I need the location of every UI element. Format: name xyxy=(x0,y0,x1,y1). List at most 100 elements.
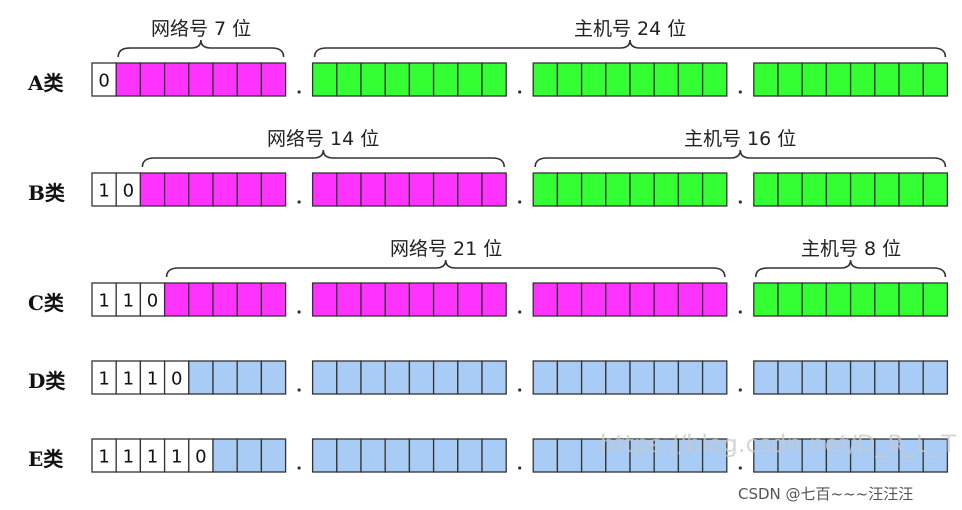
network-bit xyxy=(408,172,435,207)
reserved-bit xyxy=(580,438,607,473)
network-bit xyxy=(556,282,583,317)
network-bit xyxy=(139,62,166,97)
reserved-bit xyxy=(777,360,803,395)
reserved-bit xyxy=(432,438,459,473)
network-bit xyxy=(677,282,704,317)
host-bit xyxy=(701,172,728,207)
host-bit xyxy=(384,62,411,97)
prefix-bit xyxy=(139,282,166,317)
network-bit xyxy=(260,172,287,207)
reserved-bit xyxy=(360,360,386,395)
prefix-bit xyxy=(163,360,190,395)
host-bit xyxy=(898,62,924,97)
byte-separator-dot xyxy=(518,200,522,204)
prefix-bit-value: 1 xyxy=(147,369,158,390)
reserved-bit xyxy=(260,438,287,473)
network-bit xyxy=(481,172,507,207)
prefix-bit-value: 1 xyxy=(171,447,182,468)
network-bit xyxy=(336,282,362,317)
host-bit xyxy=(898,172,924,207)
host-bit xyxy=(605,172,631,207)
network-bit xyxy=(311,172,338,207)
network-bit xyxy=(212,62,238,97)
class-label: C类 xyxy=(28,291,64,315)
prefix-bit-value: 1 xyxy=(123,369,134,390)
host-bit xyxy=(874,172,900,207)
reserved-bit xyxy=(556,438,583,473)
prefix-bit-value: 0 xyxy=(171,369,182,390)
byte-separator-dot xyxy=(297,466,301,470)
network-bit xyxy=(629,282,655,317)
host-bit xyxy=(556,62,583,97)
prefix-bit-value: 1 xyxy=(123,291,134,312)
reserved-bit xyxy=(408,438,435,473)
reserved-bit xyxy=(311,360,338,395)
network-bit xyxy=(260,62,287,97)
network-bit xyxy=(188,62,214,97)
host-bit xyxy=(677,62,704,97)
network-bit xyxy=(260,282,287,317)
network-bit xyxy=(163,282,190,317)
network-bit xyxy=(188,282,214,317)
byte-separator-dot xyxy=(297,388,301,392)
prefix-bit-value: 1 xyxy=(147,447,158,468)
class-label: A类 xyxy=(28,71,64,95)
byte-separator-dot xyxy=(738,90,742,94)
host-bit xyxy=(481,62,507,97)
class-label: D类 xyxy=(28,369,66,393)
host-bit xyxy=(432,62,459,97)
reserved-bit xyxy=(777,438,803,473)
csdn-credit: CSDN @七百~~~汪汪汪 xyxy=(738,485,914,503)
reserved-bit xyxy=(580,360,607,395)
host-bit xyxy=(532,172,559,207)
reserved-bit xyxy=(605,360,631,395)
reserved-bit xyxy=(653,360,680,395)
network-bit xyxy=(236,62,263,97)
host-bit xyxy=(825,172,852,207)
host-bit xyxy=(580,172,607,207)
prefix-bit-value: 1 xyxy=(98,291,109,312)
host-bit xyxy=(922,282,949,317)
host-bit xyxy=(849,62,876,97)
reserved-bit xyxy=(677,438,704,473)
brace xyxy=(534,149,947,168)
reserved-bit xyxy=(874,438,900,473)
host-bit xyxy=(605,62,631,97)
prefix-bit xyxy=(115,172,142,207)
host-bit xyxy=(825,282,852,317)
brace-label: 主机号 16 位 xyxy=(684,128,797,150)
reserved-bit xyxy=(336,438,362,473)
host-bit xyxy=(801,172,828,207)
host-bit xyxy=(360,62,386,97)
network-bit xyxy=(384,172,411,207)
byte-separator-dot xyxy=(738,388,742,392)
host-bit xyxy=(777,282,803,317)
host-bit xyxy=(898,282,924,317)
network-bit xyxy=(432,172,459,207)
byte-separator-dot xyxy=(518,466,522,470)
host-bit xyxy=(922,62,949,97)
byte-separator-dot xyxy=(297,200,301,204)
byte-separator-dot xyxy=(518,388,522,392)
network-bit xyxy=(115,62,142,97)
host-bit xyxy=(849,172,876,207)
reserved-bit xyxy=(922,438,949,473)
host-bit xyxy=(801,282,828,317)
prefix-bit-value: 1 xyxy=(98,369,109,390)
reserved-bit xyxy=(532,360,559,395)
network-bit xyxy=(360,282,386,317)
network-bit xyxy=(163,172,190,207)
reserved-bit xyxy=(801,360,828,395)
brace-label: 网络号 14 位 xyxy=(267,128,380,150)
reserved-bit xyxy=(260,360,287,395)
reserved-bit xyxy=(556,360,583,395)
reserved-bit xyxy=(701,438,728,473)
reserved-bit xyxy=(457,438,483,473)
reserved-bit xyxy=(677,360,704,395)
network-bit xyxy=(653,282,680,317)
class-label: B类 xyxy=(28,181,65,205)
brace-label: 网络号 21 位 xyxy=(390,238,503,260)
